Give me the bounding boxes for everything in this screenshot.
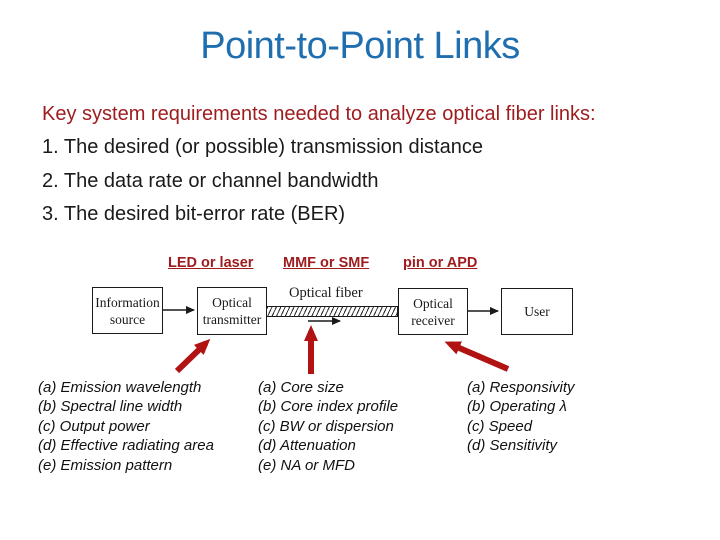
list-item: (d) Sensitivity (467, 437, 558, 455)
box-label: Optical (413, 295, 453, 311)
list-item: (d) Attenuation (258, 437, 356, 455)
requirement-item-1: 1. The desired (or possible) transmissio… (42, 136, 483, 159)
list-item: (e) Emission pattern (38, 456, 173, 474)
page-title: Point-to-Point Links (200, 25, 520, 67)
information-source-box: Information source (92, 287, 163, 334)
list-item: (a) Emission wavelength (38, 379, 202, 396)
optical-fiber-label: Optical fiber (289, 285, 363, 301)
label-led-or-laser: LED or laser (168, 255, 254, 271)
list-item: (b) Core index profile (258, 398, 399, 416)
optical-fiber-hatched-bar (266, 306, 398, 317)
label-pin-or-apd: pin or APD (403, 255, 478, 271)
requirement-item-3: 3. The desired bit-error rate (BER) (42, 203, 346, 226)
list-item: (c) Speed (467, 417, 533, 435)
box-label: Optical (212, 295, 252, 310)
box-label: transmitter (202, 312, 262, 327)
transmitter-properties-list: (a) Emission wavelength (b) Spectral lin… (38, 378, 214, 475)
receiver-annotation-arrow (444, 341, 510, 372)
requirement-item-2: 2. The data rate or channel bandwidth (42, 169, 379, 192)
list-item: (b) Spectral line width (38, 398, 183, 416)
box-label: source (109, 311, 146, 327)
list-item: (a) Responsivity (467, 379, 575, 396)
list-item: (c) Output power (38, 417, 150, 435)
requirements-block: Key system requirements needed to analyz… (42, 98, 596, 232)
optical-transmitter-box: Optical transmitter (197, 287, 267, 335)
list-item: (b) Operating λ (467, 398, 567, 416)
list-item: (e) NA or MFD (258, 456, 355, 474)
fiber-properties-list: (a) Core size (b) Core index profile (c)… (258, 378, 398, 475)
box-label: User (524, 304, 550, 319)
list-item: (d) Effective radiating area (38, 437, 214, 455)
box-label: Information (95, 294, 160, 310)
user-box: User (501, 288, 573, 335)
label-mmf-or-smf: MMF or SMF (283, 255, 370, 271)
intro-line: Key system requirements needed to analyz… (42, 103, 596, 125)
list-item: (a) Core size (258, 379, 344, 396)
transmitter-annotation-arrow (174, 338, 211, 374)
receiver-properties-list: (a) Responsivity (b) Operating λ (c) Spe… (467, 378, 575, 456)
list-item: (c) BW or dispersion (258, 417, 394, 435)
box-label: receiver (411, 312, 455, 328)
optical-receiver-box: Optical receiver (398, 288, 468, 335)
